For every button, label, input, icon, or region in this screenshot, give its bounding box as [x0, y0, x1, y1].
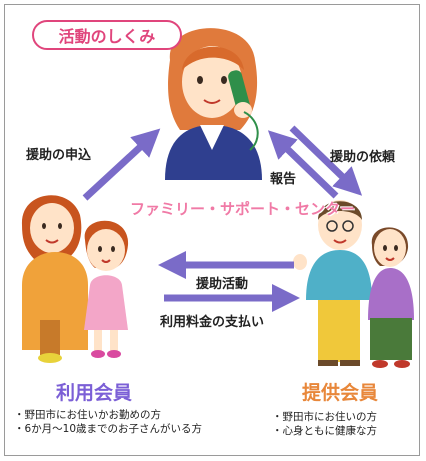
provider-note-1: 野田市にお住いの方	[272, 410, 422, 424]
apply-label: 援助の申込	[26, 148, 92, 163]
user-member-title: 利用会員	[56, 382, 133, 404]
provider-member-figure	[293, 200, 414, 368]
apply-arrow	[82, 128, 161, 201]
diagram-title: 活動のしくみ	[32, 20, 182, 50]
provider-member-notes: 野田市にお住いの方 心身ともに健康な方	[272, 410, 422, 438]
provider-member-title: 提供会員	[302, 382, 379, 404]
user-note-1: 野田市にお住いかお勤めの方	[14, 408, 204, 422]
center-name: ファミリー・サポート・センター	[130, 200, 356, 218]
report-arrow	[267, 130, 339, 199]
user-note-2: 6か月～10歳までのお子さんがいる方	[14, 422, 204, 436]
request-arrow	[289, 125, 363, 196]
report-label: 報告	[270, 172, 297, 187]
activity-label: 援助活動	[196, 277, 249, 292]
payment-label: 利用料金の支払い	[160, 315, 265, 330]
request-label: 援助の依頼	[330, 150, 396, 165]
user-member-figure	[21, 195, 129, 363]
user-member-notes: 野田市にお住いかお勤めの方 6か月～10歳までのお子さんがいる方	[14, 408, 204, 436]
coordinator-figure	[165, 28, 262, 180]
provider-note-2: 心身ともに健康な方	[272, 424, 422, 438]
